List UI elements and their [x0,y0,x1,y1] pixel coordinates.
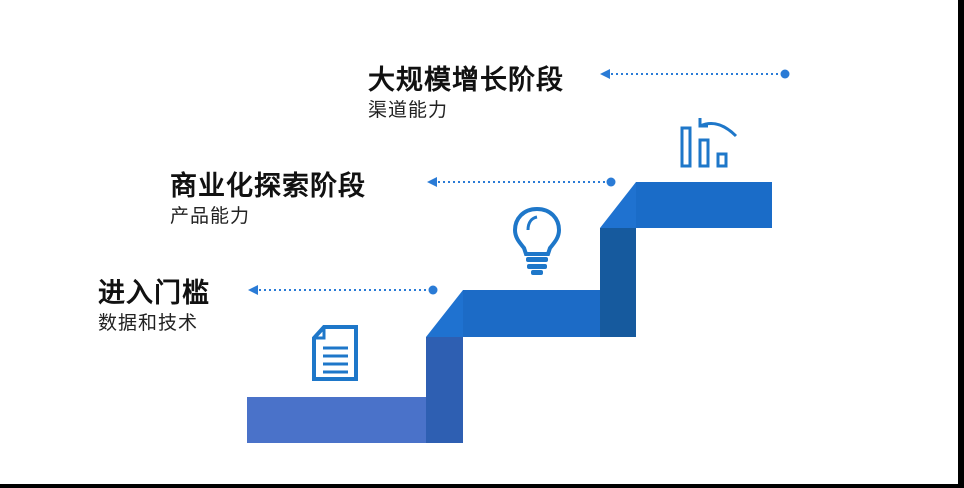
stage-1-title: 大规模增长阶段 [368,65,564,96]
stage-2-subtitle: 产品能力 [170,205,251,227]
stage-3-title: 进入门槛 [98,278,210,309]
stage-2-title: 商业化探索阶段 [170,171,366,202]
step-2-riser [600,228,636,337]
connector-stage-2 [427,177,616,187]
step-1-riser [426,337,463,443]
step-3-front [636,182,772,228]
step-1-front [247,397,426,443]
growth-chart-icon [680,118,738,168]
connector-stage-3 [248,285,438,295]
stage-3-subtitle: 数据和技术 [98,312,199,334]
connector-stage-1 [600,69,790,79]
step-2-front [463,290,636,337]
lightbulb-icon [512,206,562,275]
document-icon [312,325,358,381]
stage-1-subtitle: 渠道能力 [368,99,449,121]
